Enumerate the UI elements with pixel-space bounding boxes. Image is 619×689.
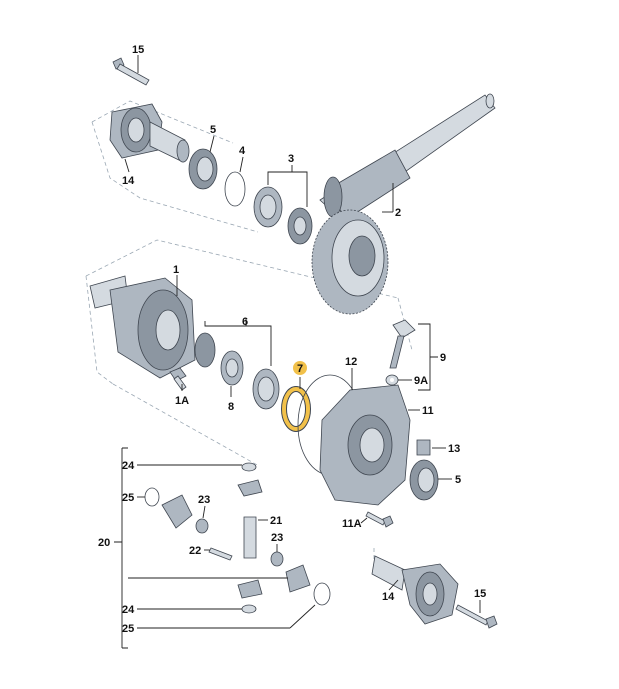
bearing-6 (194, 332, 280, 410)
ring-4 (224, 171, 246, 207)
label-6: 6 (242, 316, 248, 328)
label-11: 11 (422, 405, 434, 417)
sensor-9 (389, 319, 416, 369)
bearing-3 (253, 186, 313, 245)
label-15-top: 15 (132, 44, 144, 56)
pinion-shaft-2 (319, 93, 496, 221)
label-21: 21 (270, 515, 282, 527)
flange-shaft-14-bottom (371, 555, 459, 625)
label-8: 8 (228, 401, 234, 413)
label-22: 22 (189, 545, 201, 557)
label-9A: 9A (414, 375, 428, 387)
label-20: 20 (98, 537, 110, 549)
label-9: 9 (440, 352, 446, 364)
shim-7-highlighted (281, 386, 311, 432)
bolt-1A (169, 367, 187, 391)
bolt-11A (365, 511, 394, 528)
gear-set-20 (144, 462, 331, 614)
label-3: 3 (288, 153, 294, 165)
label-23-top: 23 (198, 494, 210, 506)
label-11A: 11A (342, 518, 362, 530)
bolt-15-bottom (455, 604, 498, 629)
label-24-bottom: 24 (122, 604, 135, 616)
label-24-top: 24 (122, 460, 135, 472)
label-25-top: 25 (122, 492, 134, 504)
flange-shaft-14-top (109, 103, 190, 163)
label-5-top: 5 (210, 124, 216, 136)
crown-wheel (311, 209, 389, 315)
label-7: 7 (297, 363, 303, 375)
label-13: 13 (448, 443, 460, 455)
washer-9A (385, 374, 399, 386)
label-14-bottom: 14 (382, 591, 395, 603)
plug-13 (416, 439, 431, 456)
label-15-bottom: 15 (474, 588, 486, 600)
differential-housing-1 (89, 275, 196, 379)
label-4: 4 (239, 145, 246, 157)
assembly-guide-lines (85, 100, 413, 572)
bolt-15-top (112, 57, 150, 86)
label-1: 1 (173, 264, 179, 276)
part-labels: 15 14 5 4 3 2 1 6 7 1A 8 12 9 9A 11 13 5… (98, 44, 486, 635)
leader-lines (114, 55, 481, 649)
label-25-bottom: 25 (122, 623, 134, 635)
cover-11 (319, 384, 411, 506)
label-2: 2 (395, 207, 401, 219)
label-7-highlight (293, 361, 307, 375)
seal-5-top (188, 148, 218, 190)
seal-5-bottom (409, 459, 439, 501)
label-14-top: 14 (122, 175, 135, 187)
label-1A: 1A (175, 395, 189, 407)
label-23-bottom: 23 (271, 532, 283, 544)
label-12: 12 (345, 356, 357, 368)
label-5-bottom: 5 (455, 474, 461, 486)
